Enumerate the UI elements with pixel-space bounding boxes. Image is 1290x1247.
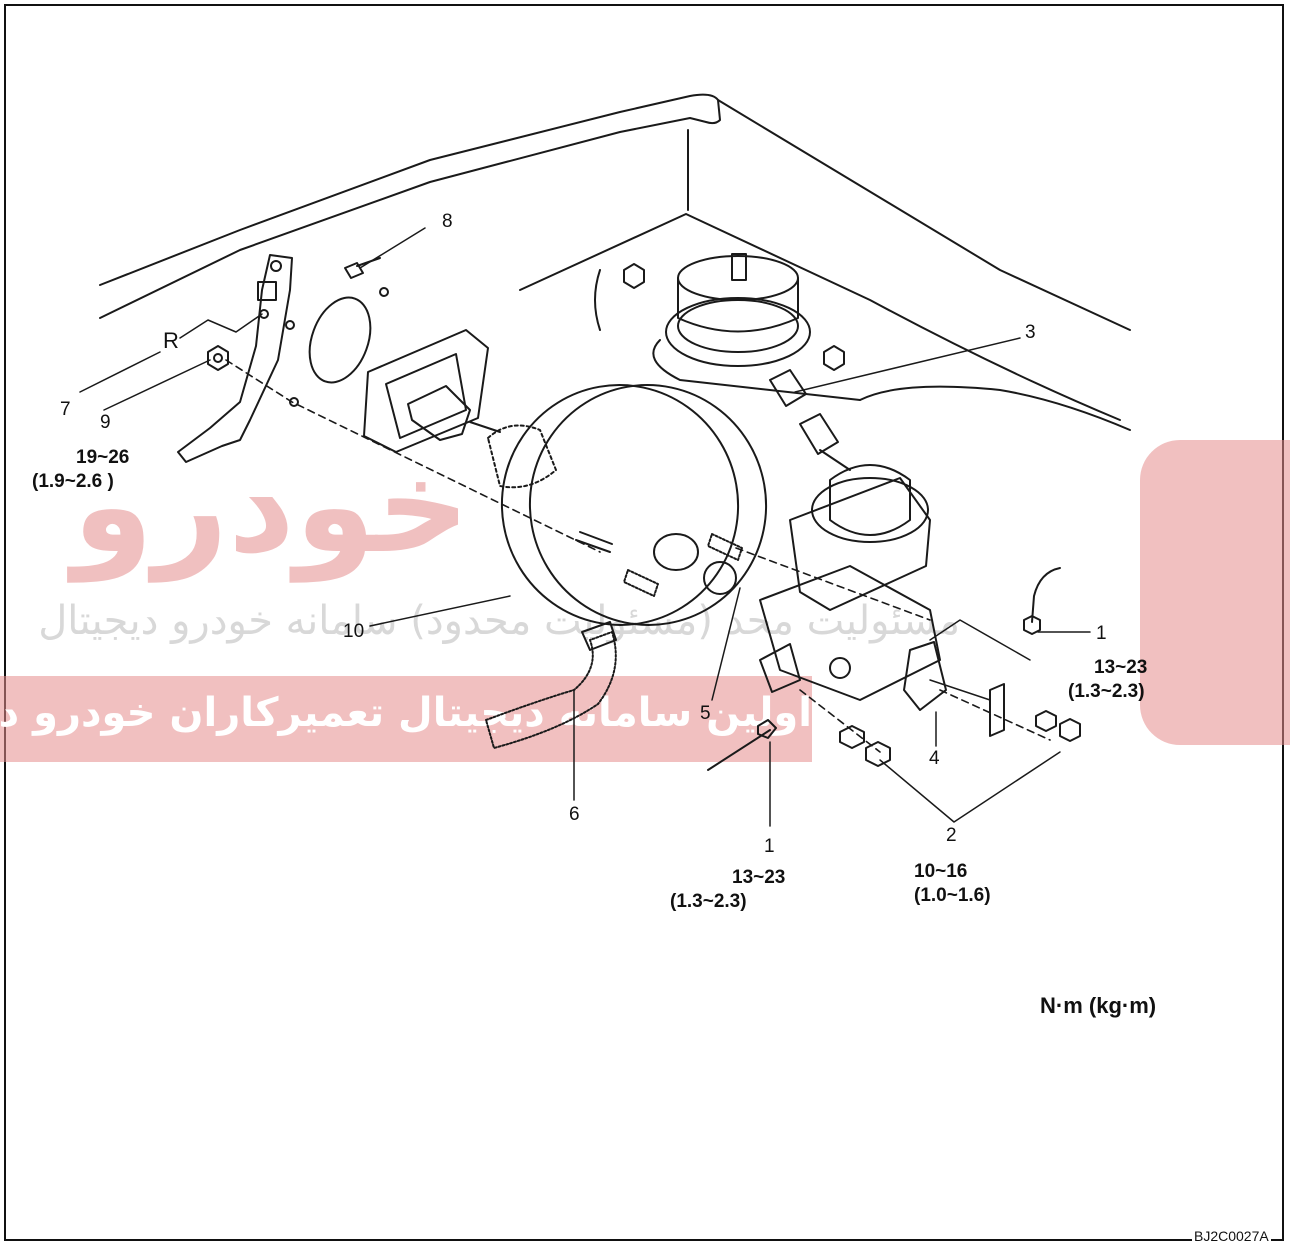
torque-1-upper-nm: 13~23 — [1094, 657, 1148, 678]
watermark-line2: اولین سامانه دیجیتال تعمیرکاران خودرو در… — [0, 690, 812, 736]
reservoir-cap — [829, 464, 911, 536]
callout-3: 3 — [1025, 322, 1036, 343]
unit-note: N·m (kg·m) — [1040, 993, 1157, 1018]
nut-2a — [865, 741, 891, 767]
torque-2-kgm: (1.0~1.6) — [914, 884, 991, 906]
pedal-pin-hole — [259, 309, 269, 319]
switch-connector-lower — [799, 413, 839, 455]
assembly-line-nuts — [799, 689, 1051, 753]
master-cylinder-flange — [759, 643, 801, 693]
brake-booster-rear — [500, 384, 740, 626]
torque-1-lower-nm: 13~23 — [732, 867, 786, 888]
mount-bracket — [989, 683, 1005, 737]
torque-9-nm: 19~26 — [76, 447, 130, 468]
leader-4b — [929, 679, 991, 701]
callout-8: 8 — [442, 211, 453, 232]
master-cylinder-port-2 — [829, 657, 851, 679]
callout-2: 2 — [946, 825, 957, 846]
torque-1-upper-kgm: (1.3~2.3) — [1068, 680, 1145, 702]
strut-mount-base — [665, 297, 811, 367]
strut-tower-outline — [519, 213, 1131, 431]
firewall-hole-a — [379, 287, 389, 297]
torque-1-lower-kgm: (1.3~2.3) — [670, 890, 747, 912]
firewall-opening — [308, 296, 372, 384]
booster-stud-upper — [707, 533, 743, 561]
switch-connector-upper — [769, 369, 807, 407]
strut-nut-right — [823, 345, 845, 371]
pushrod-clevis — [407, 385, 471, 441]
firewall-hole-c — [289, 397, 299, 407]
callout-4: 4 — [929, 748, 940, 769]
gasket-plate — [363, 329, 489, 453]
reference-code: BJ2C0027A — [1192, 1228, 1271, 1244]
callout-6: 6 — [569, 804, 580, 825]
nut-9-hole — [213, 353, 223, 363]
switch-wire — [819, 449, 851, 471]
vacuum-hose — [485, 631, 617, 749]
strut-mount-cylinder — [677, 277, 799, 333]
booster-seal-5 — [703, 561, 737, 595]
callout-9: 9 — [100, 412, 111, 433]
assembly-line-pedal — [225, 359, 601, 553]
pedal-pivot-hole — [270, 260, 282, 272]
firewall-upper-edge — [99, 93, 721, 319]
strut-tower-lower — [652, 339, 861, 401]
torque-spec-1-lower: 13~23 (1.3~2.3) — [670, 866, 785, 914]
pushrod — [469, 421, 501, 433]
torque-9-kgm: (1.9~2.6 ) — [32, 470, 114, 492]
reservoir-body — [789, 477, 931, 611]
watermark-band — [0, 676, 812, 762]
leader-9 — [103, 359, 211, 411]
master-cylinder-port-1 — [903, 641, 947, 711]
washer-2b — [1035, 710, 1057, 732]
leader-5 — [711, 587, 741, 701]
leader-7 — [79, 351, 161, 393]
pushrod-boot — [487, 424, 557, 489]
booster-stud-left — [575, 531, 613, 553]
leader-R — [179, 313, 263, 339]
callout-1-upper: 1 — [1096, 623, 1107, 644]
strut-stud — [731, 253, 747, 281]
watermark-logo: خودرو — [72, 430, 470, 582]
strut-mount-top — [677, 255, 799, 301]
callout-1-lower: 1 — [764, 836, 775, 857]
washer-2a — [839, 725, 865, 749]
torque-spec-9: 19~26 (1.9~2.6 ) — [32, 446, 130, 494]
nut-9 — [207, 345, 229, 371]
leader-1-upper-b — [929, 619, 1031, 661]
vacuum-hose-clamp — [581, 621, 617, 651]
brake-booster-front — [528, 384, 768, 626]
torque-2-nm: 10~16 — [914, 861, 968, 882]
flare-nut-upper — [1023, 615, 1041, 635]
leader-10 — [369, 595, 511, 627]
firewall-hole-b — [285, 320, 295, 330]
leader-2 — [879, 751, 1061, 823]
leader-3 — [794, 337, 1021, 393]
leader-8 — [359, 227, 426, 269]
callout-7: 7 — [60, 399, 71, 420]
watermark-line1: مسئولیت محد (مسئولیت محدود) سامانه خودرو… — [38, 598, 960, 644]
strut-nut-left — [623, 263, 645, 289]
brake-line-lower — [707, 729, 771, 771]
firewall-right-edge — [717, 99, 1131, 331]
pedal-bracket — [257, 281, 277, 301]
booster-stud-lower — [623, 569, 659, 597]
callout-5: 5 — [700, 703, 711, 724]
torque-spec-1-upper: 13~23 (1.3~2.3) — [1068, 656, 1148, 704]
watermark-band-right — [1140, 440, 1290, 745]
brake-line-upper — [1031, 567, 1061, 623]
brake-pedal-arm — [177, 254, 293, 463]
pin-bolt-8 — [344, 257, 381, 279]
assembly-line-master — [735, 547, 931, 621]
callout-R: R — [163, 328, 179, 353]
nut-2b — [1059, 718, 1081, 742]
reservoir-cap-base — [811, 477, 929, 543]
booster-center-hole — [653, 533, 699, 571]
flare-nut-lower — [757, 719, 777, 739]
torque-spec-2: 10~16 (1.0~1.6) — [914, 860, 991, 908]
strut-mount-inner — [677, 299, 799, 353]
master-cylinder-body — [759, 565, 941, 701]
callout-10: 10 — [343, 621, 365, 642]
